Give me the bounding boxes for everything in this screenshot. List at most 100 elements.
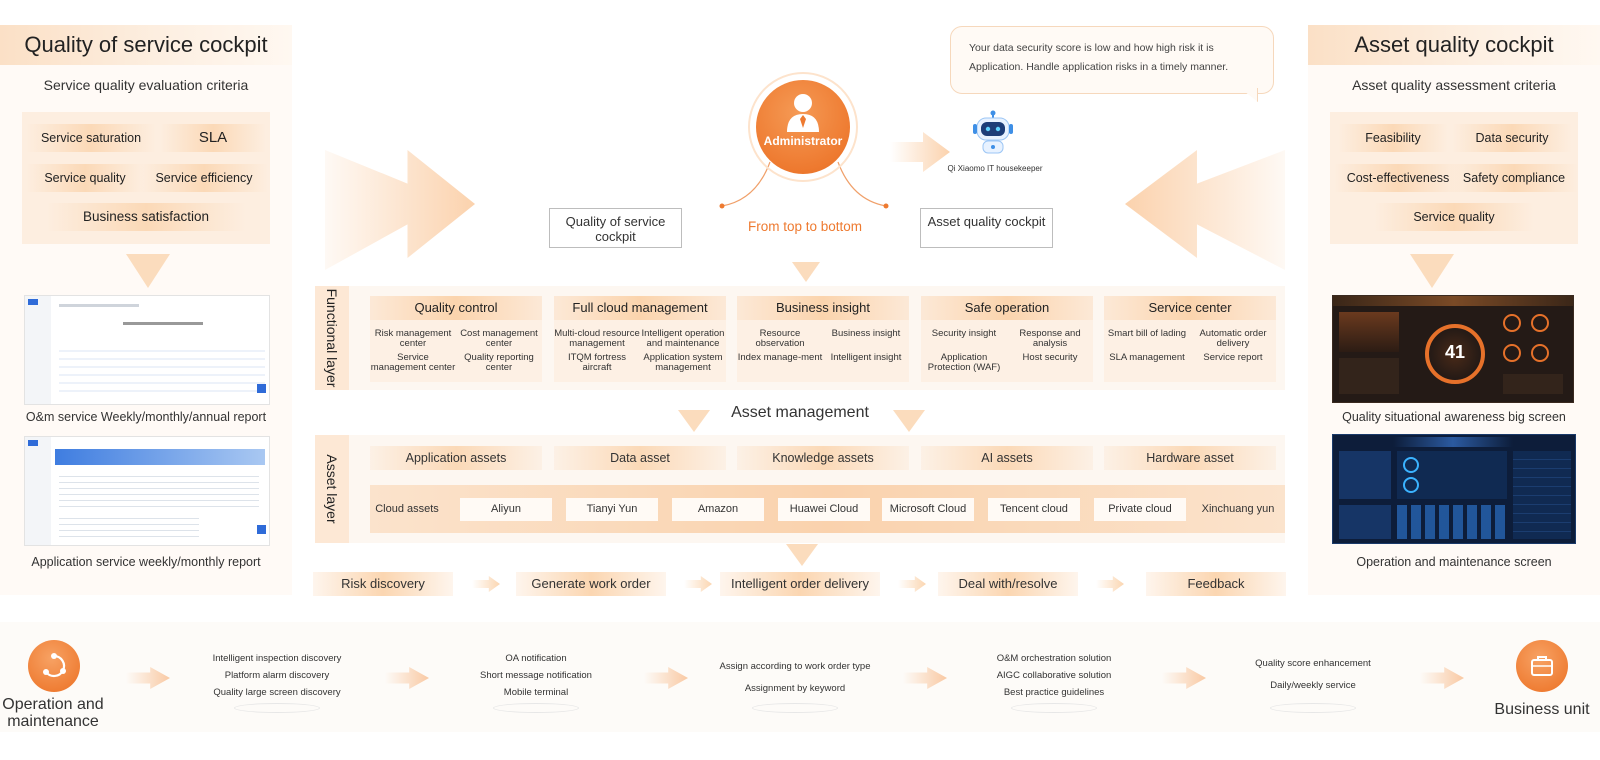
report-caption-1: O&m service Weekly/monthly/annual report [25,410,267,424]
criterion-chip: Cost-effectiveness [1334,164,1462,192]
arrow-right-icon [472,576,500,592]
arrow-right-icon [1162,667,1206,689]
cloud-chip: Private cloud [1094,498,1186,521]
func-item: Service report [1203,352,1263,363]
bottom-item: Intelligent inspection discovery [212,653,342,664]
func-item: Application Protection (WAF) [927,352,1001,373]
briefcase-icon [1531,656,1553,676]
asset-chip: Data asset [554,446,726,470]
share-icon [43,653,66,678]
workflow-step: Risk discovery [313,572,453,596]
func-item: Risk management center [374,328,452,349]
func-item: Quality reporting center [464,352,534,373]
bottom-group-3: Assign according to work order type Assi… [705,658,885,697]
down-arrow-icon [678,410,710,432]
business-avatar [1516,640,1568,692]
pedestal [1011,703,1097,713]
bottom-item: AIGC collaborative solution [996,670,1112,681]
robot-icon [973,110,1013,154]
func-item: Security insight [931,328,997,339]
bottom-item: Quality score enhancement [1255,658,1371,669]
func-item: Cost management center [460,328,538,349]
arrow-right-icon [644,667,688,689]
right-panel-subtitle: Asset quality assessment criteria [1352,77,1556,93]
arrow-right-icon [1420,667,1464,689]
bottom-item: Quality large screen discovery [213,687,341,698]
arrow-right-icon [903,667,947,689]
func-card-safe-operation: Safe operation Security insight Response… [921,296,1093,382]
cloud-chip: Tencent cloud [988,498,1080,521]
admin-ring [748,72,858,182]
criterion-chip: Business satisfaction [46,203,246,231]
direction-label: From top to bottom [747,219,863,234]
arrow-right-icon [1096,576,1124,592]
awareness-score: 41 [1444,342,1466,362]
func-card-title: Full cloud management [554,296,726,320]
cloud-assets-label: Cloud assets [375,503,439,515]
left-cockpit-box: Quality of service cockpit [549,208,682,248]
bottom-item: Assignment by keyword [744,683,846,694]
func-card-full-cloud: Full cloud management Multi-cloud resour… [554,296,726,382]
report-caption-2: Application service weekly/monthly repor… [31,555,261,569]
down-arrow-icon [126,254,170,288]
report-screenshot-2 [24,436,270,546]
business-label: Business unit [1494,701,1590,718]
asset-chip: AI assets [921,446,1093,470]
func-card-service-center: Service center Smart bill of lading Auto… [1104,296,1276,382]
om-screen [1332,434,1576,544]
left-panel-subtitle: Service quality evaluation criteria [43,77,249,93]
func-item: Business insight [831,328,901,339]
criterion-chip: Service efficiency [140,164,268,192]
asset-chip: Knowledge assets [737,446,909,470]
speech-text: Your data security score is low and how … [969,42,1229,73]
criterion-chip: Data security [1452,124,1572,152]
right-criteria-box: Feasibility Data security Cost-effective… [1330,112,1578,244]
bottom-group-2: OA notification Short message notificati… [446,650,626,701]
left-large-arrow-icon [325,150,475,270]
func-item: Resource observation [755,328,805,349]
functional-layer-tag: Functional layer [315,286,349,390]
cloud-chip: Microsoft Cloud [882,498,974,521]
bottom-group-5: Quality score enhancement Daily/weekly s… [1223,655,1403,694]
func-card-business-insight: Business insight Resource observation Bu… [737,296,909,382]
func-card-quality-control: Quality control Risk management center C… [370,296,542,382]
bottom-item: Assign according to work order type [719,661,871,672]
admin-avatar [756,80,850,174]
right-cockpit-box: Asset quality cockpit [920,208,1053,248]
om-label: Operation and maintenance [2,696,104,730]
left-criteria-box: Service saturation SLA Service quality S… [22,112,270,244]
func-card-title: Business insight [737,296,909,320]
func-item: SLA management [1109,352,1185,363]
assistant-speech-bubble: Your data security score is low and how … [950,26,1274,94]
bottom-item: Daily/weekly service [1270,680,1356,691]
criterion-chip: Feasibility [1338,124,1448,152]
situational-awareness-screen: 41 [1332,295,1574,403]
criterion-chip: Safety compliance [1450,164,1578,192]
asset-chip: Application assets [370,446,542,470]
bottom-item: Mobile terminal [503,687,569,698]
report-screenshot-1 [24,295,270,405]
user-icon [787,94,819,132]
func-item: Service management center [370,352,456,373]
func-item: Response and analysis [1019,328,1081,349]
func-item: Automatic order delivery [1199,328,1267,349]
func-card-title: Safe operation [921,296,1093,320]
criterion-chip: SLA [160,124,266,152]
bottom-band [0,622,1600,732]
bottom-item: Short message notification [480,670,592,681]
om-avatar [28,640,80,692]
arrow-right-icon [385,667,429,689]
bottom-group-4: O&M orchestration solution AIGC collabor… [964,650,1144,701]
pedestal [493,703,579,713]
workflow-step: Intelligent order delivery [720,572,880,596]
workflow-step: Deal with/resolve [938,572,1078,596]
criterion-chip: Service quality [1374,203,1534,231]
pedestal [234,703,320,713]
asset-chip: Hardware asset [1104,446,1276,470]
right-panel-title: Asset quality cockpit [1308,25,1600,65]
right-cockpit-panel: Asset quality cockpit Asset quality asse… [1308,25,1600,595]
workflow-step: Generate work order [516,572,666,596]
left-panel-title: Quality of service cockpit [0,25,292,65]
arrow-right-icon [684,576,712,592]
down-arrow-icon [786,544,818,566]
